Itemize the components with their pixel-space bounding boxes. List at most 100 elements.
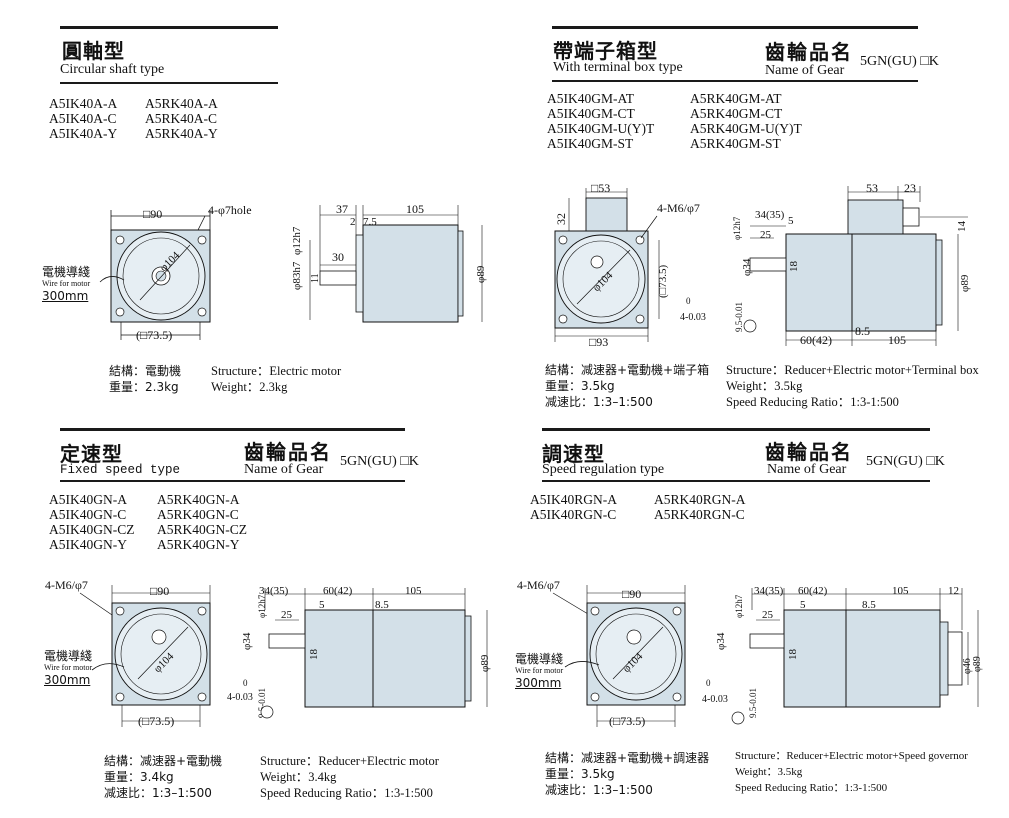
dim-6042-terminal: 60(42) (800, 333, 832, 347)
key-b-fixed: 9.5-0.01 (257, 688, 267, 718)
key-top-fixed: 0 (243, 678, 248, 688)
spec-terminal-cn: 結構：减速器+電動機+端子箱 重量：3.5kg 减速比：1:3–1:500 (545, 363, 710, 409)
dim-53-side: 53 (866, 181, 878, 195)
title-terminal-en: With terminal box type (553, 60, 683, 75)
key-a-terminal: 4-0.03 (680, 312, 706, 323)
dim-105-fixed: 105 (405, 585, 422, 597)
dim-d83h7: φ83h7 (291, 261, 303, 290)
header-rule-terminal (552, 26, 918, 29)
spec-speed-en: Structure：Reducer+Electric motor+Speed g… (735, 750, 968, 794)
title-fixed-cn: 定速型 (60, 442, 123, 466)
dim-r735-terminal: (□73.5) (657, 264, 669, 298)
dim-d12h7: φ12h7 (291, 226, 303, 255)
dim-5-speed: 5 (800, 599, 806, 611)
dim-d46-speed: φ46 (962, 658, 973, 674)
gear-fixed-code: 5GN(GU) □K (340, 454, 419, 469)
dim-sq735: (□73.5) (136, 328, 172, 342)
dim-32: 32 (554, 213, 568, 225)
spec-speed-cn: 結構：减速器+電動機+調速器 重量：3.5kg 减速比：1:3–1:500 (545, 751, 710, 797)
title-circular-en: Circular shaft type (60, 62, 165, 77)
dim-hole: 4-φ7hole (208, 203, 252, 217)
key-top-speed: 0 (706, 678, 711, 688)
spec-fixed-cn: 結構：减速器+電動機 重量：3.4kg 减速比：1:3–1:500 (104, 754, 223, 800)
dim-sq90: □90 (143, 207, 162, 221)
dim-85-terminal: 8.5 (855, 324, 870, 338)
dim-25-fixed: 25 (281, 609, 293, 621)
drawing-terminal-front: □53 32 φ104 4-M6/φ7 (□73.5) □93 (554, 181, 700, 349)
dim-18-terminal: 18 (788, 261, 800, 273)
dim-23: 23 (904, 181, 916, 195)
key-a-speed: 4-0.03 (702, 694, 728, 705)
drawing-circular-front: □90 4-φ7hole φ104 (□73.5) (99, 203, 252, 342)
dim-105-terminal: 105 (888, 333, 906, 347)
dim-105-speed: 105 (892, 585, 909, 597)
dim-85-speed: 8.5 (862, 599, 876, 611)
title-speed-en: Speed regulation type (542, 462, 665, 477)
dim-11: 11 (310, 273, 321, 283)
gear-speed-cn: 齒輪品名 (765, 440, 853, 464)
key-a-fixed: 4-0.03 (227, 692, 253, 703)
dim-d89-fixed: φ89 (479, 654, 491, 672)
dim-sq53: □53 (591, 181, 610, 195)
dim-sq735-speed: (□73.5) (609, 714, 645, 728)
dim-30: 30 (332, 250, 344, 264)
gear-terminal-code: 5GN(GU) □K (860, 54, 939, 69)
dim-m6-terminal: 4-M6/φ7 (657, 201, 700, 215)
dim-18-speed: 18 (787, 649, 799, 661)
gear-terminal-cn: 齒輪品名 (765, 40, 853, 64)
title-terminal-cn: 帶端子箱型 (553, 39, 658, 63)
drawing-fixed-front: 4-M6/φ7 □90 φ104 (□73.5) (45, 578, 211, 728)
gear-fixed-en: Name of Gear (244, 462, 324, 477)
gear-terminal-en: Name of Gear (765, 63, 845, 78)
dim-2: 2 (350, 216, 356, 228)
title-fixed-en: Fixed speed type (60, 463, 181, 477)
dim-3435-speed: 34(35) (754, 585, 784, 597)
dim-sq90-fixed: □90 (150, 584, 169, 598)
spec-circular-en: Structure：Electric motor Weight：2.3kg (211, 364, 342, 394)
dim-25-terminal: 25 (760, 229, 772, 241)
wire-label-circular: 電機導綫 Wire for motor 300mm (42, 265, 91, 303)
header-rule-fixed-bottom (60, 480, 405, 482)
dim-75: 7.5 (363, 216, 377, 228)
wire-label-speed: 電機導綫 Wire for motor 300mm (515, 652, 564, 690)
dim-sq93: □93 (589, 335, 608, 349)
dim-3435-terminal: 34(35) (755, 209, 785, 221)
dim-sq90-speed: □90 (622, 587, 641, 601)
dim-d89: φ89 (475, 265, 487, 283)
key-b-terminal: 9.5-0.01 (734, 302, 744, 332)
key-b-speed: 9.5-0.01 (748, 688, 758, 718)
drawing-terminal-side: 53 23 14 φ12h7 34(35) 5 25 φ34 18 φ89 60… (680, 181, 971, 347)
wire-label-fixed: 電機導綫 Wire for motor 300mm (44, 649, 93, 687)
dim-12-speed: 12 (948, 585, 959, 597)
key-top-terminal: 0 (686, 296, 691, 306)
dim-6042-speed: 60(42) (798, 585, 828, 597)
dim-m6-fixed: 4-M6/φ7 (45, 578, 88, 592)
drawing-speed-front: 4-M6/φ7 □90 φ104 (□73.5) (517, 578, 686, 728)
dim-25-speed: 25 (762, 609, 774, 621)
header-rule-fixed (60, 428, 405, 431)
dim-5-terminal: 5 (788, 215, 794, 227)
dim-d12h7-speed: φ12h7 (734, 594, 744, 618)
spec-circular-cn: 結構：電動機 重量：2.3kg (109, 364, 182, 394)
dim-85-fixed: 8.5 (375, 599, 389, 611)
header-rule-speed (542, 428, 930, 431)
gear-fixed-cn: 齒輪品名 (244, 440, 332, 464)
drawing-fixed-side: φ12h7 34(35) 60(42) 105 5 8.5 25 φ34 18 … (227, 585, 491, 719)
spec-fixed-en: Structure：Reducer+Electric motor Weight：… (260, 754, 439, 800)
dim-18-fixed: 18 (308, 649, 320, 661)
title-speed-cn: 調速型 (542, 442, 605, 466)
dim-d34-fixed: φ34 (241, 632, 253, 650)
dim-d34-terminal: φ34 (741, 258, 753, 276)
title-circular-cn: 圓軸型 (62, 39, 125, 63)
drawing-speed-side: φ12h7 34(35) 60(42) 105 12 5 8.5 25 φ34 … (702, 585, 983, 725)
header-rule-terminal-bottom (552, 80, 918, 82)
dim-14: 14 (956, 221, 968, 233)
dim-d89-terminal: φ89 (959, 274, 971, 292)
dim-m6-speed: 4-M6/φ7 (517, 578, 560, 592)
dim-sq735-fixed: (□73.5) (138, 714, 174, 728)
dim-105: 105 (406, 202, 424, 216)
